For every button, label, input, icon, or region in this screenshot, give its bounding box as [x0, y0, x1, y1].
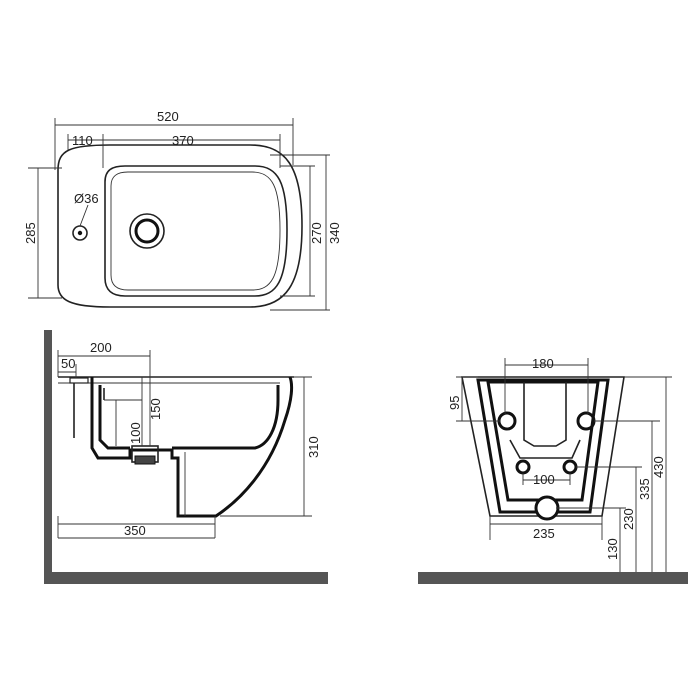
rear-view-inner-body — [476, 378, 610, 514]
dim-overall-length: 520 — [157, 109, 179, 124]
rear-view-fix-left — [515, 459, 531, 475]
side-view: 200 50 100 150 310 350 — [44, 330, 328, 584]
side-view-body — [90, 376, 294, 518]
top-view-drain-inner — [134, 218, 160, 244]
dim-base-depth: 350 — [124, 523, 146, 538]
side-view-tap — [69, 377, 89, 384]
dim-level-130: 130 — [605, 538, 620, 560]
top-view-drain-outer — [129, 213, 165, 249]
dim-bowl-width: 270 — [309, 222, 324, 244]
dim-outlet-depth: 100 — [128, 422, 143, 444]
top-view-bowl-rim — [110, 171, 281, 291]
dim-height: 310 — [306, 436, 321, 458]
rear-view-floor — [418, 572, 688, 584]
dim-bolt-height: 95 — [447, 396, 462, 410]
top-view: 520 110 370 Ø36 270 340 285 — [23, 109, 342, 311]
side-view-bowl — [98, 385, 280, 450]
top-view-outer-outline — [57, 144, 303, 308]
dim-inner-height: 150 — [148, 398, 163, 420]
dim-bowl-length: 370 — [172, 133, 194, 148]
dim-wall-to-outlet: 200 — [90, 340, 112, 355]
dim-level-430: 430 — [651, 456, 666, 478]
dim-bolt-spacing-low: 100 — [533, 472, 555, 487]
dim-overall-width: 340 — [327, 222, 342, 244]
rear-view-outlet — [534, 495, 560, 521]
side-view-wall — [44, 330, 52, 584]
top-view-tap-hole-center — [77, 230, 83, 236]
top-view-bowl-outline — [104, 165, 288, 297]
rear-view-cavity — [486, 380, 600, 502]
dim-level-335: 335 — [637, 478, 652, 500]
rear-view: 180 95 100 235 130 230 335 430 — [418, 356, 688, 584]
rear-view-fix-right — [562, 459, 578, 475]
dim-wall-offset: 50 — [61, 356, 75, 371]
dim-base-width: 235 — [533, 526, 555, 541]
dim-level-230: 230 — [621, 508, 636, 530]
dim-rear-width: 285 — [23, 222, 38, 244]
dim-tap-hole: Ø36 — [74, 191, 99, 206]
rear-view-bolt-left — [497, 411, 517, 431]
dim-rear-offset: 110 — [72, 133, 93, 148]
side-view-floor — [44, 572, 328, 584]
dim-bolt-spacing-top: 180 — [532, 356, 554, 371]
